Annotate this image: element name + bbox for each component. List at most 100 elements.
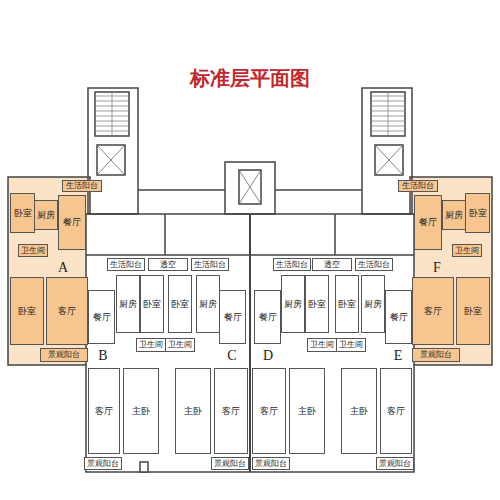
room-box: 厨房 xyxy=(196,275,220,333)
room-box: 客厅 xyxy=(88,368,120,454)
room-name: 卧室 xyxy=(171,300,189,309)
room-box: 卧室 xyxy=(10,193,35,233)
room-box: 生活阳台 xyxy=(398,180,438,192)
room-name: 餐厅 xyxy=(93,313,111,322)
room-box: 景观阳台 xyxy=(376,457,414,470)
room-name: 卧室 xyxy=(14,209,32,218)
room-name: 生活阳台 xyxy=(110,261,142,269)
room-box: 主卧 xyxy=(123,368,159,454)
room-name: 厨房 xyxy=(199,300,217,309)
room-box: 卧室 xyxy=(305,275,329,333)
room-name: 厨房 xyxy=(364,300,382,309)
room-box: 透空 xyxy=(148,258,188,271)
room-box: 厨房 xyxy=(442,200,466,230)
elevator-crosses xyxy=(97,145,403,204)
room-box: 卫生间 xyxy=(136,338,166,352)
room-name: 景观阳台 xyxy=(87,460,119,468)
right-core xyxy=(362,88,412,214)
room-box: 餐厅 xyxy=(219,290,246,344)
room-box: 生活阳台 xyxy=(273,258,311,271)
left-core xyxy=(88,88,138,214)
room-box: 餐厅 xyxy=(88,290,115,344)
room-name: 客厅 xyxy=(260,407,278,416)
room-box: 客厅 xyxy=(380,368,412,454)
room-name: 卧室 xyxy=(308,300,326,309)
room-box: 餐厅 xyxy=(414,195,442,250)
room-name: 生活阳台 xyxy=(194,261,226,269)
room-name: 透空 xyxy=(160,261,176,269)
room-box: 透空 xyxy=(312,258,352,271)
room-name: 厨房 xyxy=(284,300,302,309)
room-box: 餐厅 xyxy=(254,290,281,344)
room-box: 卧室 xyxy=(335,275,359,333)
unit-f-outline xyxy=(410,177,492,365)
right-stair xyxy=(371,92,405,136)
right-elevator xyxy=(375,145,403,175)
stair-rail xyxy=(112,92,113,136)
room-box: 卧室 xyxy=(465,193,490,233)
room-name: 卫生间 xyxy=(168,341,192,349)
room-name: 卧室 xyxy=(464,307,482,316)
stair-treads xyxy=(95,92,405,136)
left-stair xyxy=(95,92,129,136)
room-name: 卧室 xyxy=(469,209,487,218)
room-name: 透空 xyxy=(324,261,340,269)
room-box: 卧室 xyxy=(168,275,192,333)
room-name: 景观阳台 xyxy=(214,460,246,468)
left-elevator xyxy=(97,145,125,175)
room-box: 卫生间 xyxy=(18,244,48,257)
unit-letter: A xyxy=(58,261,68,275)
room-name: 客厅 xyxy=(58,307,76,316)
unit-letter: B xyxy=(98,349,107,363)
room-name: 生活阳台 xyxy=(276,261,308,269)
room-name: 客厅 xyxy=(424,307,442,316)
room-box: 卫生间 xyxy=(307,338,337,352)
middle-elevator xyxy=(239,170,261,204)
room-box: 景观阳台 xyxy=(252,457,290,470)
room-name: 卫生间 xyxy=(339,341,363,349)
room-name: 卫生间 xyxy=(455,247,479,255)
stair-rail xyxy=(388,92,389,136)
room-name: 厨房 xyxy=(445,211,463,220)
room-box: 客厅 xyxy=(252,368,286,454)
room-name: 生活阳台 xyxy=(66,182,98,190)
room-name: 主卧 xyxy=(184,407,202,416)
room-name: 卧室 xyxy=(18,307,36,316)
room-box: 生活阳台 xyxy=(355,258,393,271)
room-box: 卫生间 xyxy=(336,338,366,352)
room-box: 厨房 xyxy=(116,275,140,333)
plan-title: 标准层平面图 xyxy=(190,68,310,88)
room-name: 客厅 xyxy=(387,407,405,416)
room-name: 客厅 xyxy=(222,407,240,416)
room-name: 厨房 xyxy=(119,300,137,309)
room-name: 景观阳台 xyxy=(420,351,452,359)
room-name: 景观阳台 xyxy=(379,460,411,468)
room-name: 卫生间 xyxy=(310,341,334,349)
room-box: 主卧 xyxy=(175,368,211,454)
room-box: 景观阳台 xyxy=(84,457,122,470)
room-name: 景观阳台 xyxy=(255,460,287,468)
room-box: 主卧 xyxy=(289,368,325,454)
room-box: 餐厅 xyxy=(385,290,412,344)
room-name: 餐厅 xyxy=(224,313,242,322)
room-box: 客厅 xyxy=(214,368,248,454)
room-name: 卧室 xyxy=(143,300,161,309)
central-block xyxy=(86,214,414,472)
unit-letter: F xyxy=(433,261,441,275)
room-box: 景观阳台 xyxy=(40,348,88,362)
walls xyxy=(8,88,492,472)
room-box: 卫生间 xyxy=(165,338,195,352)
room-name: 客厅 xyxy=(95,407,113,416)
room-box: 景观阳台 xyxy=(412,348,460,362)
middle-core xyxy=(225,162,275,214)
room-box: 生活阳台 xyxy=(191,258,229,271)
room-box: 客厅 xyxy=(46,277,88,345)
room-name: 餐厅 xyxy=(259,313,277,322)
room-box: 景观阳台 xyxy=(211,457,249,470)
room-name: 卧室 xyxy=(338,300,356,309)
unit-letter: D xyxy=(263,349,273,363)
room-name: 厨房 xyxy=(37,211,55,220)
room-box: 卧室 xyxy=(140,275,164,333)
room-name: 餐厅 xyxy=(63,218,81,227)
unit-letter: E xyxy=(394,349,403,363)
